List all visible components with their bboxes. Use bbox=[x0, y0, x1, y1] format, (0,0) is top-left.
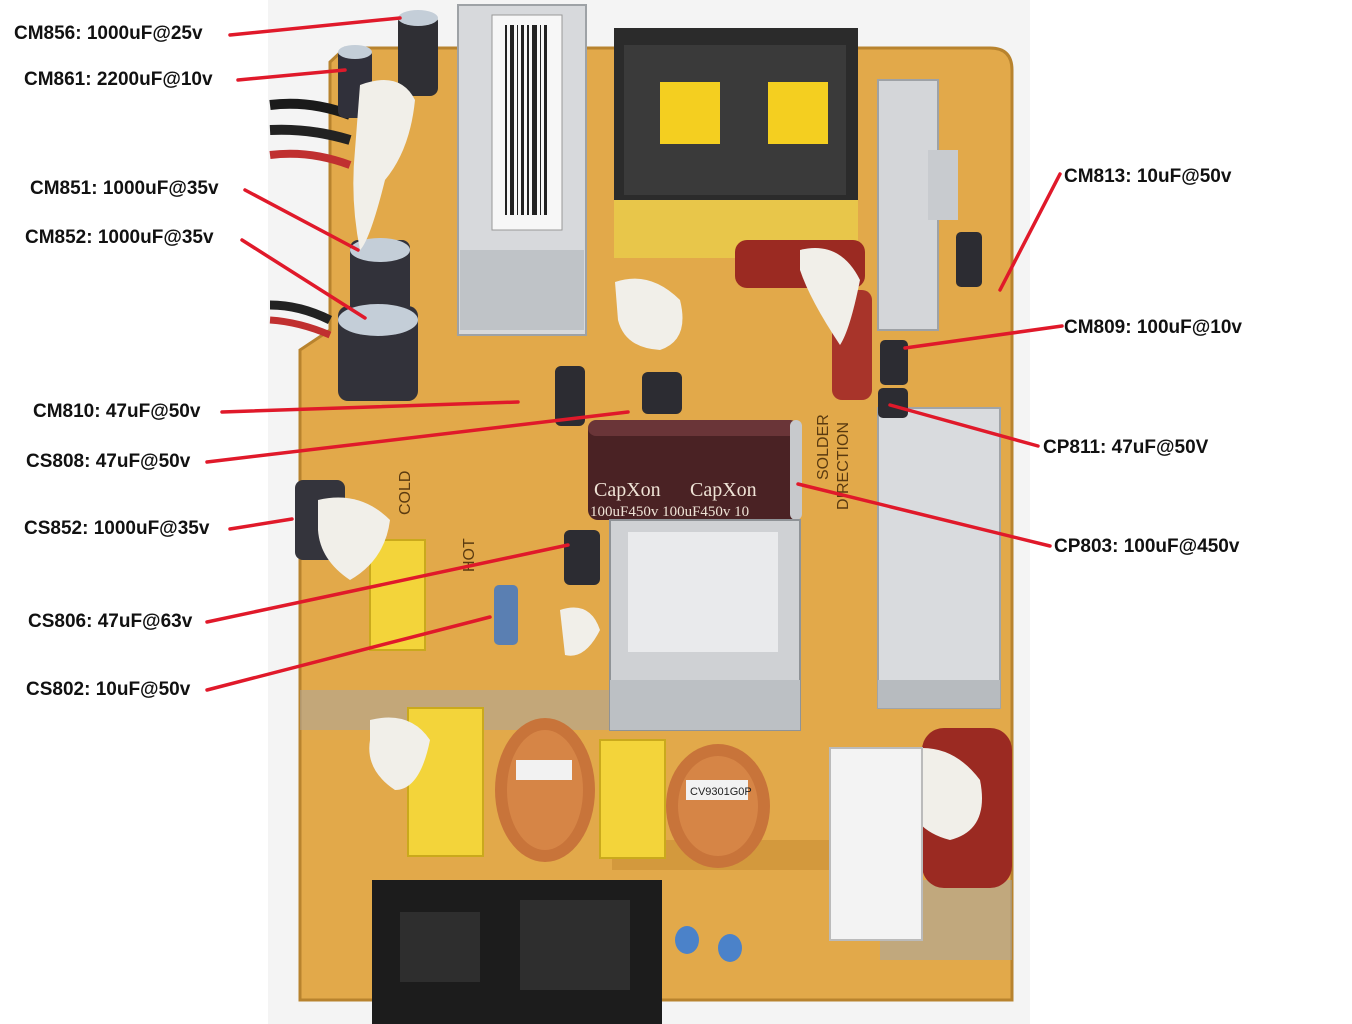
capxon-text-right: CapXon bbox=[690, 479, 757, 501]
silkscreen-cold: COLD bbox=[397, 471, 414, 515]
heatsink-right bbox=[877, 407, 1001, 709]
label-cs806: CS806: 47uF@63v bbox=[28, 611, 193, 632]
label-cp803: CP803: 100uF@450v bbox=[1054, 536, 1240, 557]
label-cs852: CS852: 1000uF@35v bbox=[24, 518, 210, 539]
label-cm851: CM851: 1000uF@35v bbox=[30, 178, 219, 199]
capacitor-rating-text: 100uF450v 100uF450v 10 bbox=[590, 504, 749, 520]
ntc-block bbox=[829, 747, 923, 941]
label-cm809: CM809: 100uF@10v bbox=[1064, 317, 1242, 338]
leader-lines bbox=[205, 16, 1064, 692]
glue-blobs bbox=[318, 80, 982, 840]
common-mode-choke-right: CV9301G0P bbox=[666, 744, 770, 868]
coil-marking: CV9301G0P bbox=[690, 786, 752, 798]
heatsink-right-top bbox=[877, 79, 958, 331]
label-cm813: CM813: 10uF@50v bbox=[1064, 166, 1232, 187]
label-cs802: CS802: 10uF@50v bbox=[26, 679, 191, 700]
label-cm810: CM810: 47uF@50v bbox=[33, 401, 201, 422]
main-transformer bbox=[614, 28, 858, 258]
wire-harness bbox=[269, 98, 352, 339]
label-cm861: CM861: 2200uF@10v bbox=[24, 69, 213, 90]
ac-inlet-socket bbox=[372, 880, 662, 1024]
label-cm852: CM852: 1000uF@35v bbox=[25, 227, 214, 248]
label-cp811: CP811: 47uF@50V bbox=[1043, 437, 1209, 458]
y-capacitors bbox=[675, 926, 742, 962]
capxon-text-left: CapXon bbox=[594, 479, 661, 501]
silkscreen-direction: DIRECTION bbox=[835, 422, 852, 510]
label-cs808: CS808: 47uF@50v bbox=[26, 451, 191, 472]
silkscreen-solder: SOLDER bbox=[815, 414, 832, 480]
label-cm856: CM856: 1000uF@25v bbox=[14, 23, 203, 44]
common-mode-choke-left bbox=[495, 718, 595, 862]
x-capacitors bbox=[369, 539, 666, 859]
heatsink-top bbox=[457, 4, 587, 336]
bulk-capacitor-cp803: CapXon CapXon 100uF450v 100uF450v 10 bbox=[588, 420, 802, 520]
shielded-transformer bbox=[609, 519, 801, 731]
